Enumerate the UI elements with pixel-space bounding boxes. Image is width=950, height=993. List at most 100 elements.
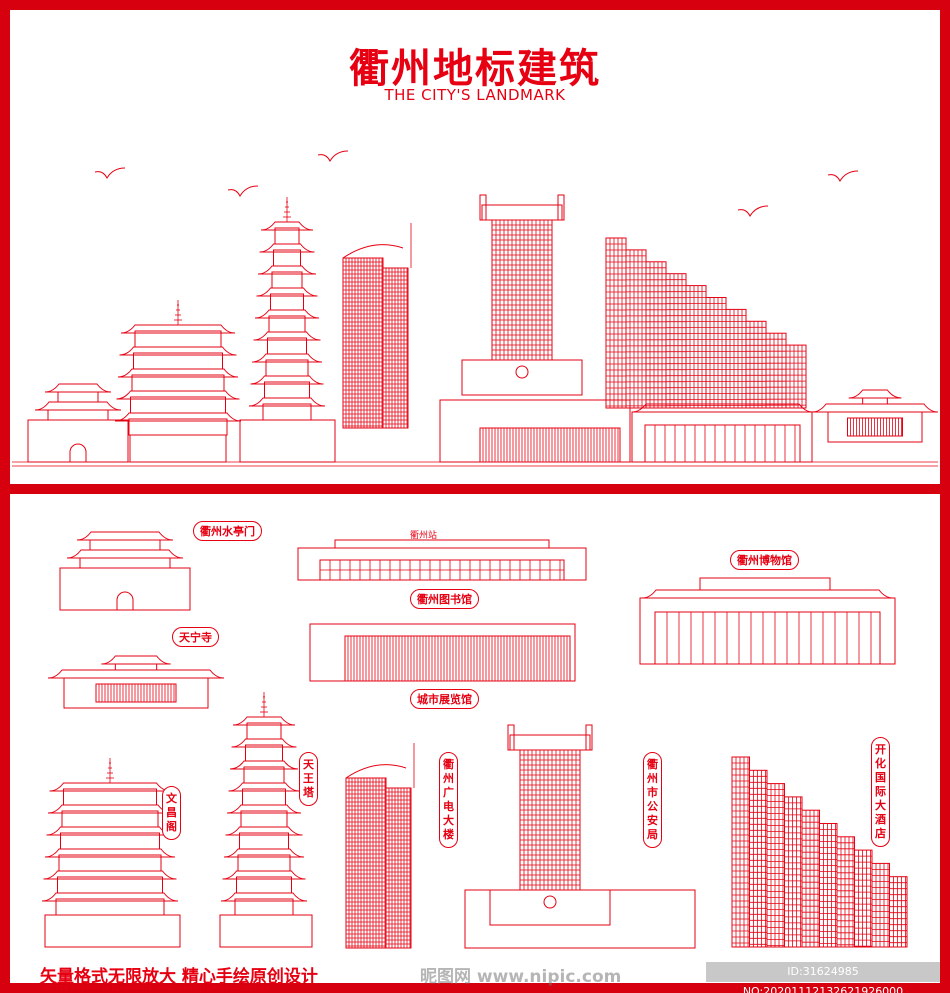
pagoda-tier: [265, 359, 309, 377]
roof: [231, 738, 297, 748]
gonganju-wings: [464, 889, 696, 949]
roof: [253, 331, 321, 341]
gonganju-crown: [481, 204, 563, 221]
pagoda-tier: [264, 381, 310, 399]
pagoda-tier: [246, 722, 282, 740]
bird-icon: [227, 185, 259, 198]
label-guangdian: 衢州广电大楼: [439, 752, 458, 848]
tianwangta-base: [219, 914, 313, 948]
gonganju-spire: [557, 194, 565, 221]
roof: [228, 782, 300, 792]
roof: [259, 243, 315, 253]
pavilion-top: [114, 663, 158, 671]
hotel-block: [605, 237, 627, 409]
museum-top: [699, 577, 831, 591]
slogan: 矢量格式无限放大 精心手绘原创设计: [40, 967, 318, 987]
roof: [43, 870, 177, 880]
gate-base: [59, 567, 191, 611]
label-tianningsi: 天宁寺: [172, 627, 219, 647]
page-title: 衢州地标建筑: [349, 46, 601, 92]
pagoda-tier: [267, 337, 307, 355]
roof: [251, 353, 323, 363]
pagoda-tier: [237, 854, 291, 872]
label-library: 衢州图书馆: [410, 589, 479, 609]
label-station: 衢州站: [410, 531, 438, 541]
gate-tower: [57, 391, 99, 403]
hotel-block: [731, 756, 750, 948]
pagoda-tier: [57, 876, 163, 894]
label-shuitingmen: 衢州水亭门: [193, 521, 262, 541]
emblem-icon: [543, 895, 557, 909]
roof: [76, 531, 174, 541]
pagoda-tier: [273, 249, 301, 267]
station: [297, 547, 587, 581]
gonganju-spire: [479, 194, 487, 221]
pagoda-tier: [63, 788, 157, 806]
roof: [47, 804, 173, 814]
roof: [49, 782, 171, 792]
roof: [41, 892, 179, 902]
tianwangta-base: [239, 419, 336, 463]
bird-icon: [737, 205, 769, 218]
image-id: ID:31624985 NO:20201112132621926000: [706, 962, 940, 993]
wenchangge-base: [44, 914, 181, 948]
gate-arch: [69, 443, 87, 462]
hotel-block: [645, 261, 667, 409]
pagoda-tier: [274, 227, 300, 245]
bird-icon: [317, 150, 349, 163]
roof: [119, 346, 237, 356]
label-museum: 衢州博物馆: [730, 550, 799, 570]
label-wenchangge: 文昌阁: [162, 786, 181, 840]
pagoda-tier: [270, 293, 304, 311]
roof: [248, 397, 326, 407]
pagoda-tier: [271, 271, 303, 289]
gate-tower: [89, 539, 161, 551]
emblem-icon: [515, 365, 529, 379]
gonganju-podium: [461, 359, 583, 396]
hotel-block: [819, 823, 838, 948]
museum: [639, 597, 896, 665]
roof: [44, 383, 112, 393]
gonganju-crown: [509, 734, 591, 751]
roof: [34, 401, 122, 411]
pagoda-tier: [134, 330, 222, 348]
guangdian-curve: [342, 244, 404, 259]
pagoda-tier: [60, 832, 160, 850]
roof: [116, 390, 240, 400]
guangdian-curve: [345, 764, 407, 779]
label-gonganju: 衢州市公安局: [643, 752, 662, 848]
pagoda-tier: [130, 396, 226, 414]
pagoda-tier: [240, 810, 288, 828]
roof: [257, 265, 317, 275]
watermark: 昵图网 www.nipic.com: [420, 967, 622, 987]
roof: [47, 669, 225, 679]
hotel-block: [785, 344, 807, 409]
bird-icon: [827, 170, 859, 183]
hotel-block: [801, 809, 820, 948]
wenchangge-base: [129, 434, 227, 463]
hotel-block: [889, 876, 908, 948]
roof: [114, 412, 242, 422]
roof: [260, 221, 314, 231]
roof: [101, 655, 171, 665]
label-tianwangta: 天王塔: [299, 752, 318, 806]
pavilion-top: [862, 397, 888, 405]
pagoda-tier: [239, 832, 289, 850]
gonganju-spire: [507, 724, 515, 751]
roof: [225, 826, 303, 836]
pagoda-tier: [245, 744, 283, 762]
pavilion-body: [827, 411, 923, 443]
exhibition-facade: [344, 635, 571, 682]
hotel-block: [784, 796, 803, 948]
gate-tower: [79, 557, 171, 569]
pavilion-door: [847, 417, 903, 437]
roof: [44, 848, 176, 858]
gate-tower: [47, 409, 109, 421]
roof: [229, 760, 299, 770]
exhibition-facade: [479, 427, 621, 463]
roof: [254, 309, 320, 319]
gate-base: [27, 419, 129, 463]
roof: [250, 375, 324, 385]
